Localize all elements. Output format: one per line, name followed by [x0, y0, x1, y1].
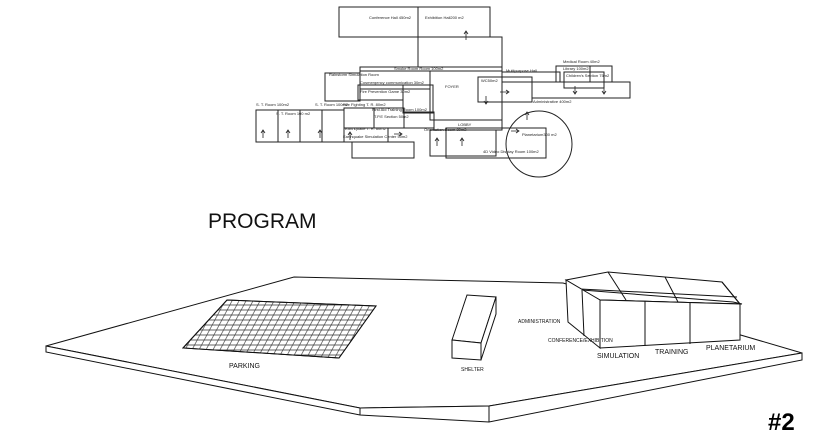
arrow-icon: [572, 86, 578, 95]
room-exhibition-hall: [417, 6, 491, 38]
arrow-icon: [285, 129, 291, 138]
label-library: Library 100m2: [563, 66, 589, 71]
site-model: [45, 271, 803, 423]
arrow-icon: [459, 137, 465, 146]
site-slab-edge: [45, 345, 803, 423]
label-earthquake-tr: Earthquake T. R. 60m2: [345, 126, 387, 131]
label-training: TRAINING: [655, 349, 688, 356]
label-medical: Medical Room 40m2: [563, 59, 600, 64]
room-rainstorm: [324, 72, 361, 102]
label-first-aid: First Aid Training Room 100m2: [372, 107, 428, 112]
room-administrative: [531, 81, 631, 99]
label-wc: WC50m2: [481, 78, 498, 83]
label-emergency: Cosmergency communication 30m2: [360, 80, 425, 85]
room-multipurpose: [501, 71, 561, 83]
arrow-icon: [434, 137, 440, 146]
label-fire-prevention: Fire Prevention Game 30m2: [360, 89, 411, 94]
label-video-room: 4D Video Display Room 100m2: [483, 149, 540, 154]
label-planetarium: Planetarium300 m2: [522, 132, 557, 137]
label-earthquake-sim: Earthquake Simulation Center 50m2: [343, 134, 408, 139]
label-childrens: Children's Section 75m2: [566, 73, 610, 78]
shelter-front: [451, 339, 482, 361]
site-labels: PARKING SHELTER ADMINISTRATION CONFERENC…: [229, 319, 755, 373]
label-parking: PARKING: [229, 363, 260, 370]
program-title: PROGRAM: [208, 210, 317, 233]
label-simulation: SIMULATION: [597, 353, 639, 360]
room-planetarium: [505, 110, 573, 178]
room-st-4: [321, 109, 345, 143]
arrow-icon: [500, 89, 510, 95]
arrow-icon: [483, 96, 489, 105]
arrow-icon: [260, 129, 266, 138]
label-st-room-mid: S. T. Room 100m2: [315, 102, 349, 107]
label-exhibition-hall: Exhibition Hall200 m2: [425, 15, 464, 20]
arrow-icon: [394, 131, 403, 137]
arrow-icon: [317, 129, 323, 138]
label-rainstorm: Rainstorm Simulation Room: [329, 72, 379, 77]
room-conference-hall: [338, 6, 419, 38]
shelter-side: [480, 296, 497, 361]
room-orientation: [429, 129, 497, 157]
label-lobby: LOBBY: [458, 122, 472, 127]
floor-plan-labels: Conference Hall 450m2 Exhibition Hall200…: [256, 15, 610, 154]
label-smoke-room: Smoke Room Room 100m2: [394, 66, 444, 71]
label-multipurpose: Multipurpose Hall: [506, 68, 537, 73]
arrow-icon: [463, 30, 469, 40]
room-fire-fighting: [343, 107, 375, 129]
label-st-room-left: S. T. Room 100m2: [256, 102, 290, 107]
label-administration: ADMINISTRATION: [518, 319, 561, 325]
label-shelter: SHELTER: [461, 367, 484, 373]
floor-plan: [255, 6, 631, 178]
label-administrative: Administrative 400m2: [533, 99, 572, 104]
arrow-icon: [524, 111, 530, 120]
label-foyer: FOYER: [445, 84, 459, 89]
label-planetarium-site: PLANETARIUM: [706, 345, 755, 352]
label-conference: CONFERENCE/EXHIBITION: [548, 338, 613, 344]
room-earthquake-sim: [351, 141, 415, 159]
room-st-1: [255, 109, 279, 143]
block-front: [599, 299, 741, 349]
label-tpe: T.P.E Section 50m2: [374, 114, 409, 119]
label-orientation: Orientation Room 80m2: [424, 127, 467, 132]
label-conference-hall: Conference Hall 450m2: [369, 15, 412, 20]
arrow-icon: [347, 131, 353, 140]
arrow-icon: [511, 128, 520, 134]
room-exhibition-lower: [417, 36, 503, 68]
sheet-tag: #2: [768, 409, 795, 436]
room-fire-prevention: [402, 84, 434, 114]
room-childrens: [563, 71, 605, 89]
label-st-room-small: S. T. Room 100 m2: [276, 111, 311, 116]
room-video-display: [445, 127, 547, 159]
arrow-icon: [601, 86, 607, 95]
label-fire-fighting: Fire Fighting T. R. 80m2: [343, 102, 386, 107]
room-medical: [589, 65, 613, 83]
